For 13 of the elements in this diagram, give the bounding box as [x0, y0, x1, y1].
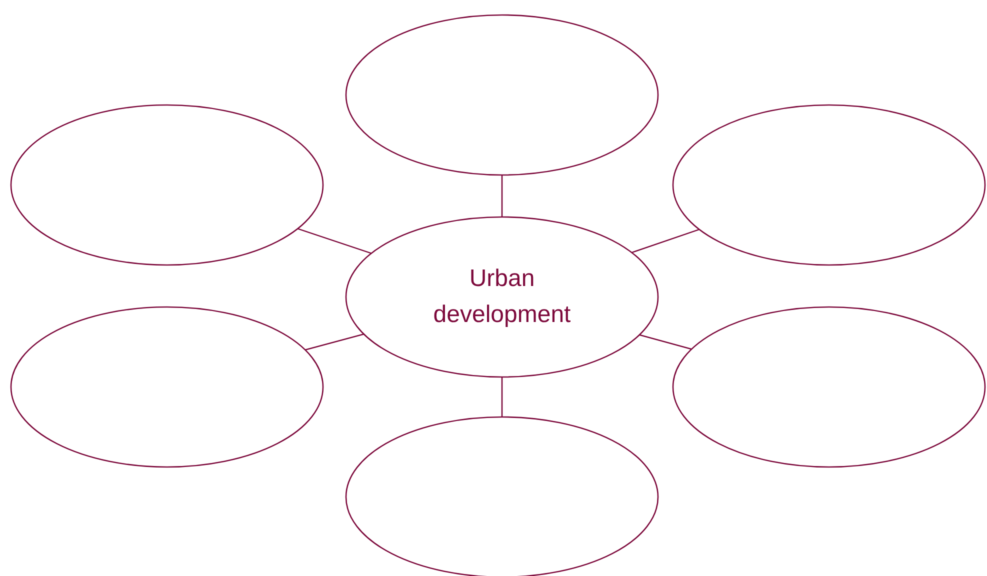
connector-line	[501, 377, 503, 417]
ellipse-node	[346, 15, 658, 175]
node-label: Urban development	[432, 264, 572, 330]
ellipse-node	[11, 307, 323, 467]
connector-line	[297, 228, 372, 254]
connector-line	[305, 334, 364, 350]
ellipse-node	[346, 217, 658, 377]
ellipse-node	[673, 105, 985, 265]
connector-line	[639, 334, 692, 350]
connector-line	[501, 175, 503, 217]
ellipse-node	[673, 307, 985, 467]
connector-line	[632, 228, 700, 254]
ellipse-node	[11, 105, 323, 265]
